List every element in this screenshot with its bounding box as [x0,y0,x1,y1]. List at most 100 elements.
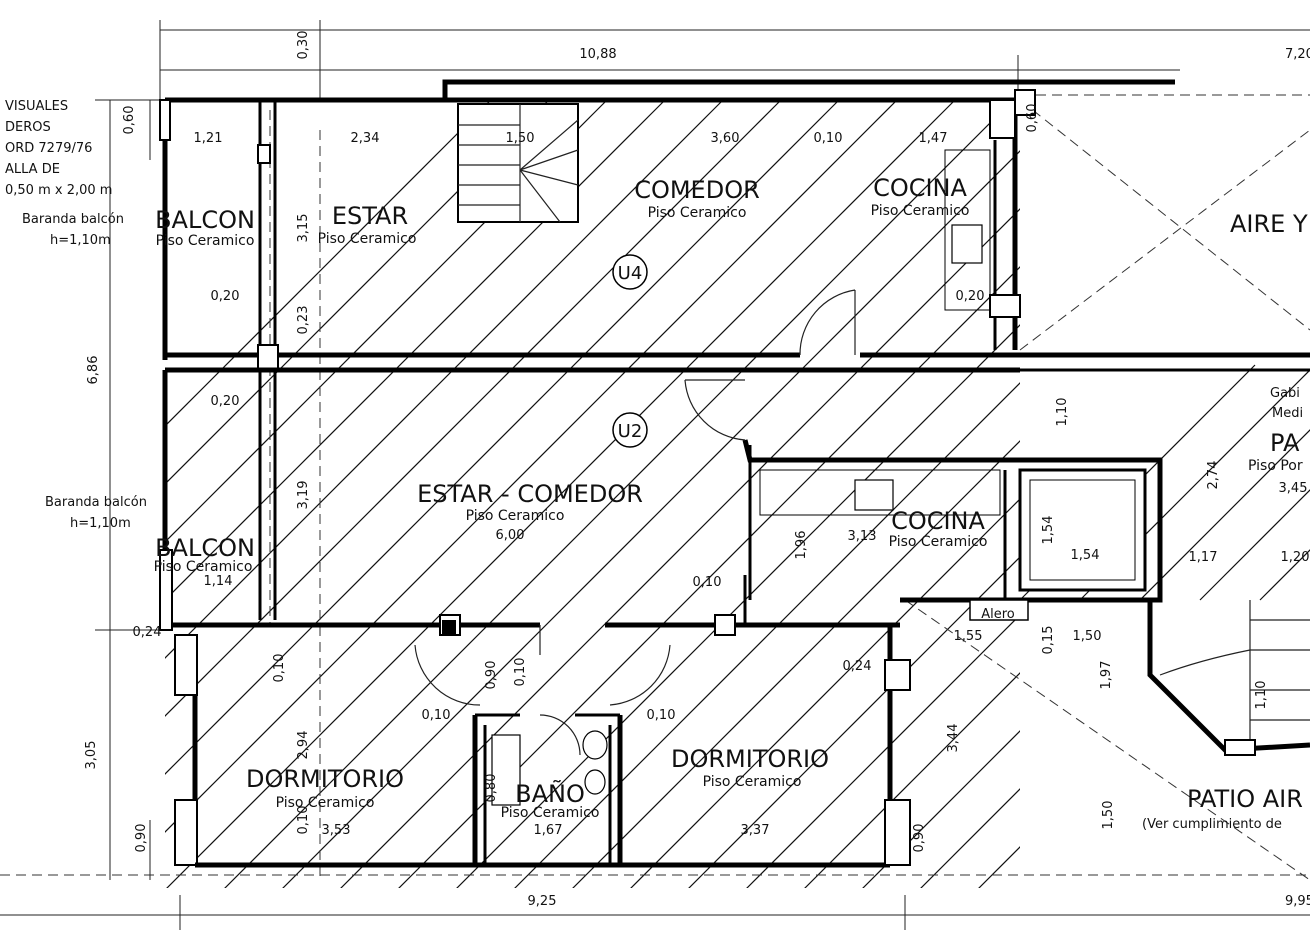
dim-label: 1,50 [1073,629,1102,644]
floor-balcon-top: Piso Ceramico [156,233,255,249]
dim-label: 6,00 [496,528,525,543]
dim-label: 0,20 [211,394,240,409]
right-staircase [1147,600,1310,756]
doors [414,289,856,756]
hatch-line [1139,429,1310,601]
dim-label: 0,60 [1025,104,1040,133]
dim-label: 0,90 [484,661,499,690]
dim-label: 2,74 [1206,461,1221,490]
dim-label: 0,10 [513,658,528,687]
floor-dormitorio-right: Piso Ceramico [703,774,802,790]
floor-comedor-top: Piso Ceramico [648,205,747,221]
floor-dormitorio-left: Piso Ceramico [276,795,375,811]
floor-cocina-top: Piso Ceramico [871,203,970,219]
dim-label: 0,10 [272,654,287,683]
dim-label: 1,54 [1071,548,1100,563]
dim-label: 0,24 [843,659,872,674]
dim-label: 10,88 [579,47,616,62]
hatch-line [456,324,1020,888]
dim-label: 0,24 [133,625,162,640]
hatch-line [224,99,1014,888]
hatch-line [630,498,1020,888]
note-baranda-top-1: Baranda balcón [22,212,124,227]
dim-label: 3,53 [322,823,351,838]
hatch-line [340,208,1020,888]
hatch-line [514,382,1020,888]
hatch-line [1259,549,1310,601]
dim-label: 1,20 [1281,550,1310,565]
room-patio-aire: PATIO AIR [1187,785,1303,813]
dim-label: 3,15 [296,214,311,243]
unit-label-lower: U2 [618,421,643,442]
room-balcon-mid: BALCON [155,534,255,562]
room-estar-top: ESTAR [332,202,408,230]
dim-label: 0,20 [211,289,240,304]
top-dimension-line [159,20,1310,100]
hatch-line [165,99,550,485]
room-cocina-top: COCINA [873,174,967,202]
hatch-line [165,99,608,543]
floor-estar-comedor: Piso Ceramico [466,508,565,524]
dim-label: 3,19 [296,481,311,510]
dim-label: 7,20 [1285,47,1310,62]
dim-label: 0,90 [912,824,927,853]
dim-label: 0,10 [422,708,451,723]
room-comedor-top: COMEDOR [634,176,760,204]
dim-label: 0,30 [296,31,311,60]
dim-label: 0,23 [296,306,311,335]
hatch-line [688,556,1020,888]
dim-label: 0,10 [647,708,676,723]
dim-label: 1,50 [506,131,535,146]
hatch-pattern [165,99,1020,888]
dashed-diagonal [1019,129,1310,351]
dashed-diagonal [904,599,1310,881]
hatch-line [165,99,492,427]
dim-label: 0,80 [484,774,499,803]
hatch-line [166,99,956,888]
fixtures [442,149,1029,806]
dim-label: 1,50 [1101,801,1116,830]
hatch-line [398,266,1020,888]
note-visuales-2: DEROS [5,120,51,135]
room-dormitorio-right: DORMITORIO [671,745,829,773]
dim-label: 1,17 [1189,550,1218,565]
floor-bano: Piso Ceramico [501,805,600,821]
staircase [457,103,579,223]
note-visuales-5: 0,50 m x 2,00 m [5,183,112,198]
dim-label: 6,86 [86,356,101,385]
dim-label: 3,13 [848,529,877,544]
hatch-line [282,150,1020,888]
dim-label: 0,15 [1041,626,1056,655]
dashed-diagonal [1019,99,1310,331]
alero-label: Alero [981,607,1015,622]
note-visuales-4: ALLA DE [5,162,60,177]
hatch-line [165,99,898,833]
hatch-line [165,99,840,775]
note-gabinete-2: Medi [1272,406,1303,421]
dim-label: 3,44 [946,724,961,753]
dim-label: 0,90 [134,824,149,853]
walls-upper-unit [159,79,1175,371]
dim-label: 0,10 [814,131,843,146]
floor-estar-top: Piso Ceramico [318,231,417,247]
dim-label: 1,97 [1099,661,1114,690]
dim-label: 1,55 [954,629,983,644]
note-baranda-top-2: h=1,10m [50,233,111,248]
hatch-line [1199,489,1310,601]
floor-balcon-mid: Piso Ceramico [154,559,253,575]
dim-label: 0,10 [296,806,311,835]
dim-label: 9,95 [1285,894,1310,909]
note-visuales-1: VISUALES [5,99,68,114]
room-estar-comedor: ESTAR - COMEDOR [417,480,643,508]
note-patio-aire: (Ver cumplimiento de [1142,817,1282,832]
dim-label: 1,10 [1254,681,1269,710]
dim-label: 1,10 [1055,398,1070,427]
dim-label: 3,37 [741,823,770,838]
dim-label: 9,25 [528,894,557,909]
hatch-line [862,730,1020,888]
dim-label: 1,47 [919,131,948,146]
dim-label: 0,60 [122,106,137,135]
dim-label: 3,05 [84,741,99,770]
note-baranda-mid-1: Baranda balcón [45,495,147,510]
